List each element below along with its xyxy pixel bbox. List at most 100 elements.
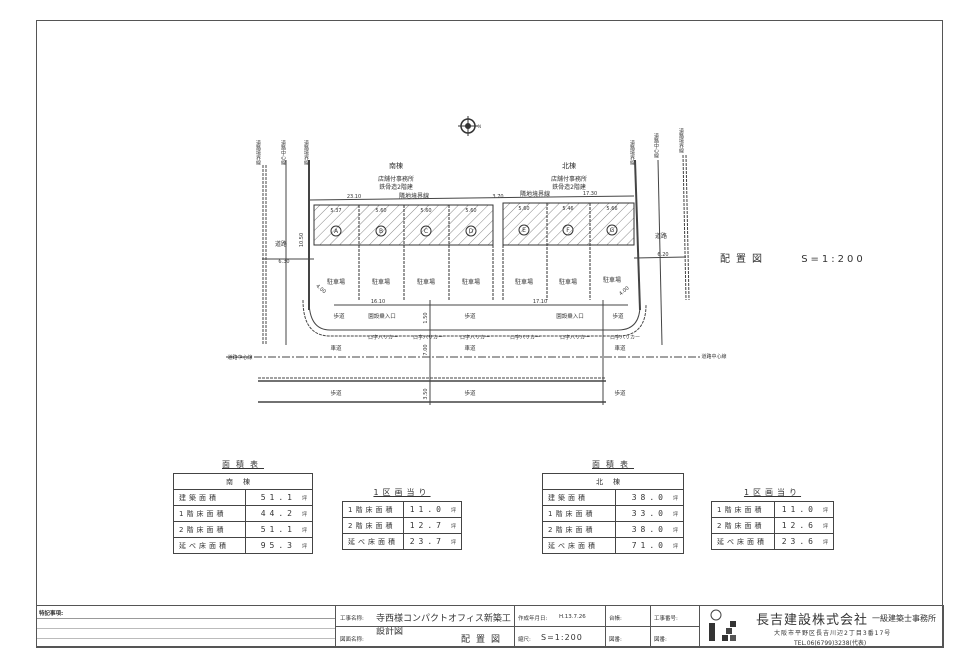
svg-text:ロ字バリカー: ロ字バリカー (560, 334, 590, 341)
svg-text:ロ字バリカー: ロ字バリカー (510, 334, 540, 341)
svg-text:17.30: 17.30 (583, 191, 597, 197)
north-area-table-title: 面積表 (592, 460, 634, 469)
south-building-name: 南棟 (389, 161, 403, 170)
svg-text:車道: 車道 (464, 344, 476, 352)
south-per-unit-title: 1区画当り (373, 488, 431, 497)
svg-text:5.60: 5.60 (465, 208, 476, 214)
north-compass-icon: N (458, 116, 481, 136)
svg-text:駐車場: 駐車場 (417, 278, 435, 286)
svg-text:隣地境界線: 隣地境界線 (520, 190, 550, 198)
drawing-frame (36, 20, 943, 647)
north-building-name: 北棟 (562, 161, 576, 170)
svg-text:4.00: 4.00 (618, 285, 630, 297)
svg-text:道路境界線: 道路境界線 (255, 139, 261, 165)
south-area-table-title: 面積表 (222, 460, 264, 469)
entrance-left: 園設乗入口 (368, 312, 396, 320)
company-tel: TEL.06(6799)3238(代表) (794, 640, 867, 647)
svg-text:3.70: 3.70 (492, 194, 503, 200)
svg-text:4.00: 4.00 (314, 283, 326, 295)
left-road-lines (262, 154, 690, 346)
svg-text:17.10: 17.10 (533, 299, 547, 305)
company-logo-icon (709, 609, 736, 641)
drawing-name: 配置図 (460, 635, 506, 645)
svg-text:歩道: 歩道 (333, 312, 345, 320)
svg-text:道路中心線: 道路中心線 (280, 139, 286, 165)
project-name: 寺西様コンパクトオフィス新築工設計図 (376, 614, 511, 637)
svg-text:歩道: 歩道 (330, 389, 342, 397)
svg-text:6.20: 6.20 (657, 252, 668, 258)
south-building-use: 店舗付事務所 (378, 175, 414, 183)
svg-text:車道: 車道 (614, 344, 626, 352)
svg-text:ロ字バリカー: ロ字バリカー (368, 334, 398, 341)
svg-text:N: N (478, 124, 481, 129)
plan-title: 配置図 (720, 254, 768, 265)
svg-text:隣地境界線: 隣地境界線 (399, 192, 429, 200)
svg-text:車道: 車道 (330, 344, 342, 352)
project-name-cell: 工事名称: 寺西様コンパクトオフィス新築工設計図 (335, 605, 515, 637)
svg-text:3.50: 3.50 (423, 388, 429, 399)
date-value: H.13.7.26 (559, 614, 586, 620)
svg-text:道路中心線: 道路中心線 (701, 353, 726, 360)
svg-text:6.30: 6.30 (278, 259, 289, 265)
vertical-road-labels: 道路境界線 道路中心線 道路境界線 道路境界線 道路中心線 道路境界線 (255, 127, 684, 165)
drawing-name-cell: 図面名称: 配置図 (335, 626, 515, 648)
svg-text:D: D (469, 228, 474, 235)
road-lines (226, 256, 700, 405)
svg-text:F: F (566, 227, 570, 234)
company-sub: 一級建築士事務所 (872, 614, 936, 623)
svg-text:ロ字バリカー: ロ字バリカー (413, 334, 443, 341)
svg-text:道路境界線: 道路境界線 (303, 139, 309, 165)
scale-value: S=1:200 (541, 633, 583, 642)
svg-text:5.60: 5.60 (420, 208, 431, 214)
svg-text:5.66: 5.66 (606, 206, 617, 212)
svg-text:C: C (424, 228, 428, 235)
notes-box: 特記事項: (36, 605, 336, 648)
svg-text:5.60: 5.60 (518, 206, 529, 212)
svg-text:歩道: 歩道 (464, 312, 476, 320)
company-address: 大阪市平野区長吉川辺2丁目3番17号 (774, 630, 892, 637)
unit-labels: A B C D E F G 5.37 5.60 5.60 5.60 5.60 5… (275, 206, 669, 305)
plan-scale: S=1:200 (801, 254, 866, 265)
svg-text:5.37: 5.37 (330, 208, 341, 214)
svg-text:10.50: 10.50 (299, 233, 305, 247)
svg-text:道路: 道路 (275, 240, 287, 248)
company-block: 長吉建設株式会社 一級建築士事務所 大阪市平野区長吉川辺2丁目3番17号 TEL… (699, 605, 944, 648)
svg-text:23.10: 23.10 (347, 194, 361, 200)
svg-text:B: B (379, 228, 383, 235)
svg-text:道路: 道路 (655, 232, 667, 240)
svg-text:道路境界線: 道路境界線 (629, 139, 635, 165)
entrance-right: 園設乗入口 (556, 312, 584, 320)
svg-text:G: G (610, 227, 615, 234)
svg-text:道路中心線: 道路中心線 (653, 132, 659, 158)
svg-text:5.46: 5.46 (562, 206, 573, 212)
svg-text:道路境界線: 道路境界線 (678, 127, 684, 153)
svg-text:A: A (334, 228, 339, 235)
svg-text:駐車場: 駐車場 (559, 278, 577, 286)
north-building-use: 店舗付事務所 (551, 175, 587, 183)
svg-text:駐車場: 駐車場 (327, 278, 345, 286)
building-lots (313, 202, 635, 300)
north-per-unit-title: 1区画当り (743, 488, 802, 497)
svg-text:道路中心線: 道路中心線 (227, 354, 252, 361)
svg-text:ロ字バリカー: ロ字バリカー (460, 334, 490, 341)
company-name: 長吉建設株式会社 (756, 613, 869, 628)
svg-text:E: E (522, 227, 526, 234)
svg-text:歩道: 歩道 (464, 389, 476, 397)
svg-text:駐車場: 駐車場 (372, 278, 390, 286)
svg-text:ロ字バリカー: ロ字バリカー (610, 334, 640, 341)
